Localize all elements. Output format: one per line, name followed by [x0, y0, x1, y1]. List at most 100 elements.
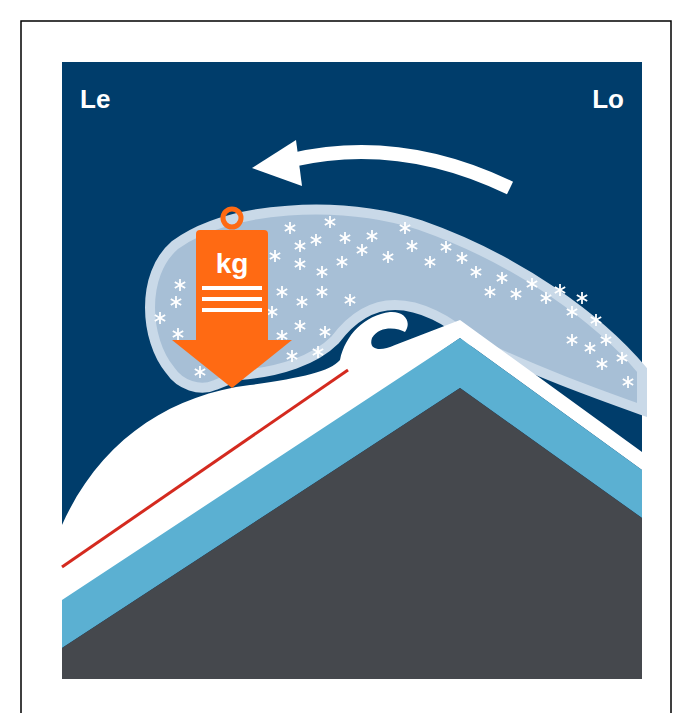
- snowflake-stroke: [277, 333, 287, 339]
- snowflake-stroke: [155, 315, 165, 321]
- snowflake-stroke: [457, 255, 467, 261]
- snowflake: [567, 306, 577, 318]
- snowflake-stroke: [527, 281, 537, 287]
- snowflake: [441, 241, 451, 253]
- wind-arrow-head: [252, 140, 302, 186]
- snowflake-stroke: [457, 255, 467, 261]
- snowflake-stroke: [367, 233, 377, 239]
- frame: [21, 21, 671, 713]
- snowflake-stroke: [270, 253, 280, 259]
- snowflake-stroke: [337, 259, 347, 265]
- snowflake: [317, 266, 327, 278]
- snowflake: [367, 230, 377, 242]
- snowflake: [407, 240, 417, 252]
- snowflake-stroke: [400, 225, 410, 231]
- snowflake-stroke: [345, 297, 355, 303]
- snowflake: [173, 328, 183, 340]
- snowflake-stroke: [601, 337, 611, 343]
- weight-ring: [223, 209, 241, 227]
- snowflake-stroke: [173, 331, 183, 337]
- snowflake-stroke: [441, 244, 451, 250]
- lee-side-label: Le: [80, 86, 110, 112]
- snowflake: [541, 292, 551, 304]
- snowflake-stroke: [337, 259, 347, 265]
- snowflake-stroke: [295, 323, 305, 329]
- snowflake: [497, 272, 507, 284]
- snowflake-stroke: [471, 269, 481, 275]
- snowflake-stroke: [577, 295, 587, 301]
- snowflake-stroke: [171, 299, 181, 305]
- snowflake-stroke: [425, 259, 435, 265]
- snowflake-stroke: [567, 309, 577, 315]
- snowflake: [155, 312, 165, 324]
- snowflake: [267, 306, 277, 318]
- snowflake-stroke: [585, 345, 595, 351]
- snowflake-stroke: [285, 225, 295, 231]
- snowflake: [601, 334, 611, 346]
- snowflake-stroke: [527, 281, 537, 287]
- snowflake-stroke: [295, 261, 305, 267]
- weight-stripe: [202, 308, 262, 312]
- snowflake-stroke: [277, 289, 287, 295]
- snowflake-stroke: [317, 289, 327, 295]
- snowflake-stroke: [441, 244, 451, 250]
- snow-boundary-line: [62, 370, 348, 567]
- snowflake-stroke: [511, 291, 521, 297]
- snowflake-stroke: [295, 243, 305, 249]
- snowflake-stroke: [577, 295, 587, 301]
- snowflake: [485, 286, 495, 298]
- snowflake: [597, 358, 607, 370]
- wind-arrow-shaft: [292, 152, 510, 188]
- snowflake-stroke: [295, 261, 305, 267]
- snowflake-stroke: [295, 243, 305, 249]
- snowflake-stroke: [325, 219, 335, 225]
- snowflake: [320, 326, 330, 338]
- snowflake-stroke: [171, 299, 181, 305]
- snowflake-stroke: [267, 309, 277, 315]
- snowflake-stroke: [270, 253, 280, 259]
- snowflake: [270, 250, 280, 262]
- snowflake: [555, 284, 565, 296]
- sky-panel: [62, 62, 642, 679]
- snowflake: [340, 232, 350, 244]
- snowflake-stroke: [277, 289, 287, 295]
- snowflake: [617, 352, 627, 364]
- snowflake-stroke: [485, 289, 495, 295]
- snowflake: [295, 258, 305, 270]
- snowflake-stroke: [591, 317, 601, 323]
- snowflake-stroke: [407, 243, 417, 249]
- snowflake: [585, 342, 595, 354]
- snowflake-stroke: [311, 237, 321, 243]
- snowflake-stroke: [597, 361, 607, 367]
- snowflake-stroke: [597, 361, 607, 367]
- snowflake: [471, 266, 481, 278]
- snowflake: [511, 288, 521, 300]
- snowflake: [317, 286, 327, 298]
- snowflake: [337, 256, 347, 268]
- snowflake-stroke: [383, 254, 393, 260]
- snowflake-stroke: [345, 297, 355, 303]
- snowflake: [457, 252, 467, 264]
- snowflake-stroke: [340, 235, 350, 241]
- snowflake-stroke: [287, 353, 297, 359]
- snowflake: [285, 222, 295, 234]
- load-arrow: [172, 340, 292, 388]
- snowflake-stroke: [407, 243, 417, 249]
- roof: [62, 388, 642, 679]
- snowflake: [623, 376, 633, 388]
- snowflake-stroke: [367, 233, 377, 239]
- snowflake-stroke: [591, 317, 601, 323]
- snowflake: [311, 234, 321, 246]
- snowflake-stroke: [317, 269, 327, 275]
- snowflake-stroke: [320, 329, 330, 335]
- snowflake: [425, 256, 435, 268]
- snowflake-stroke: [585, 345, 595, 351]
- snowflake: [295, 320, 305, 332]
- snowflake-stroke: [567, 309, 577, 315]
- snowflake: [171, 296, 181, 308]
- snowflake: [175, 279, 185, 291]
- snowflake-stroke: [313, 349, 323, 355]
- weight-unit-label: kg: [216, 250, 249, 278]
- snowflake-stroke: [601, 337, 611, 343]
